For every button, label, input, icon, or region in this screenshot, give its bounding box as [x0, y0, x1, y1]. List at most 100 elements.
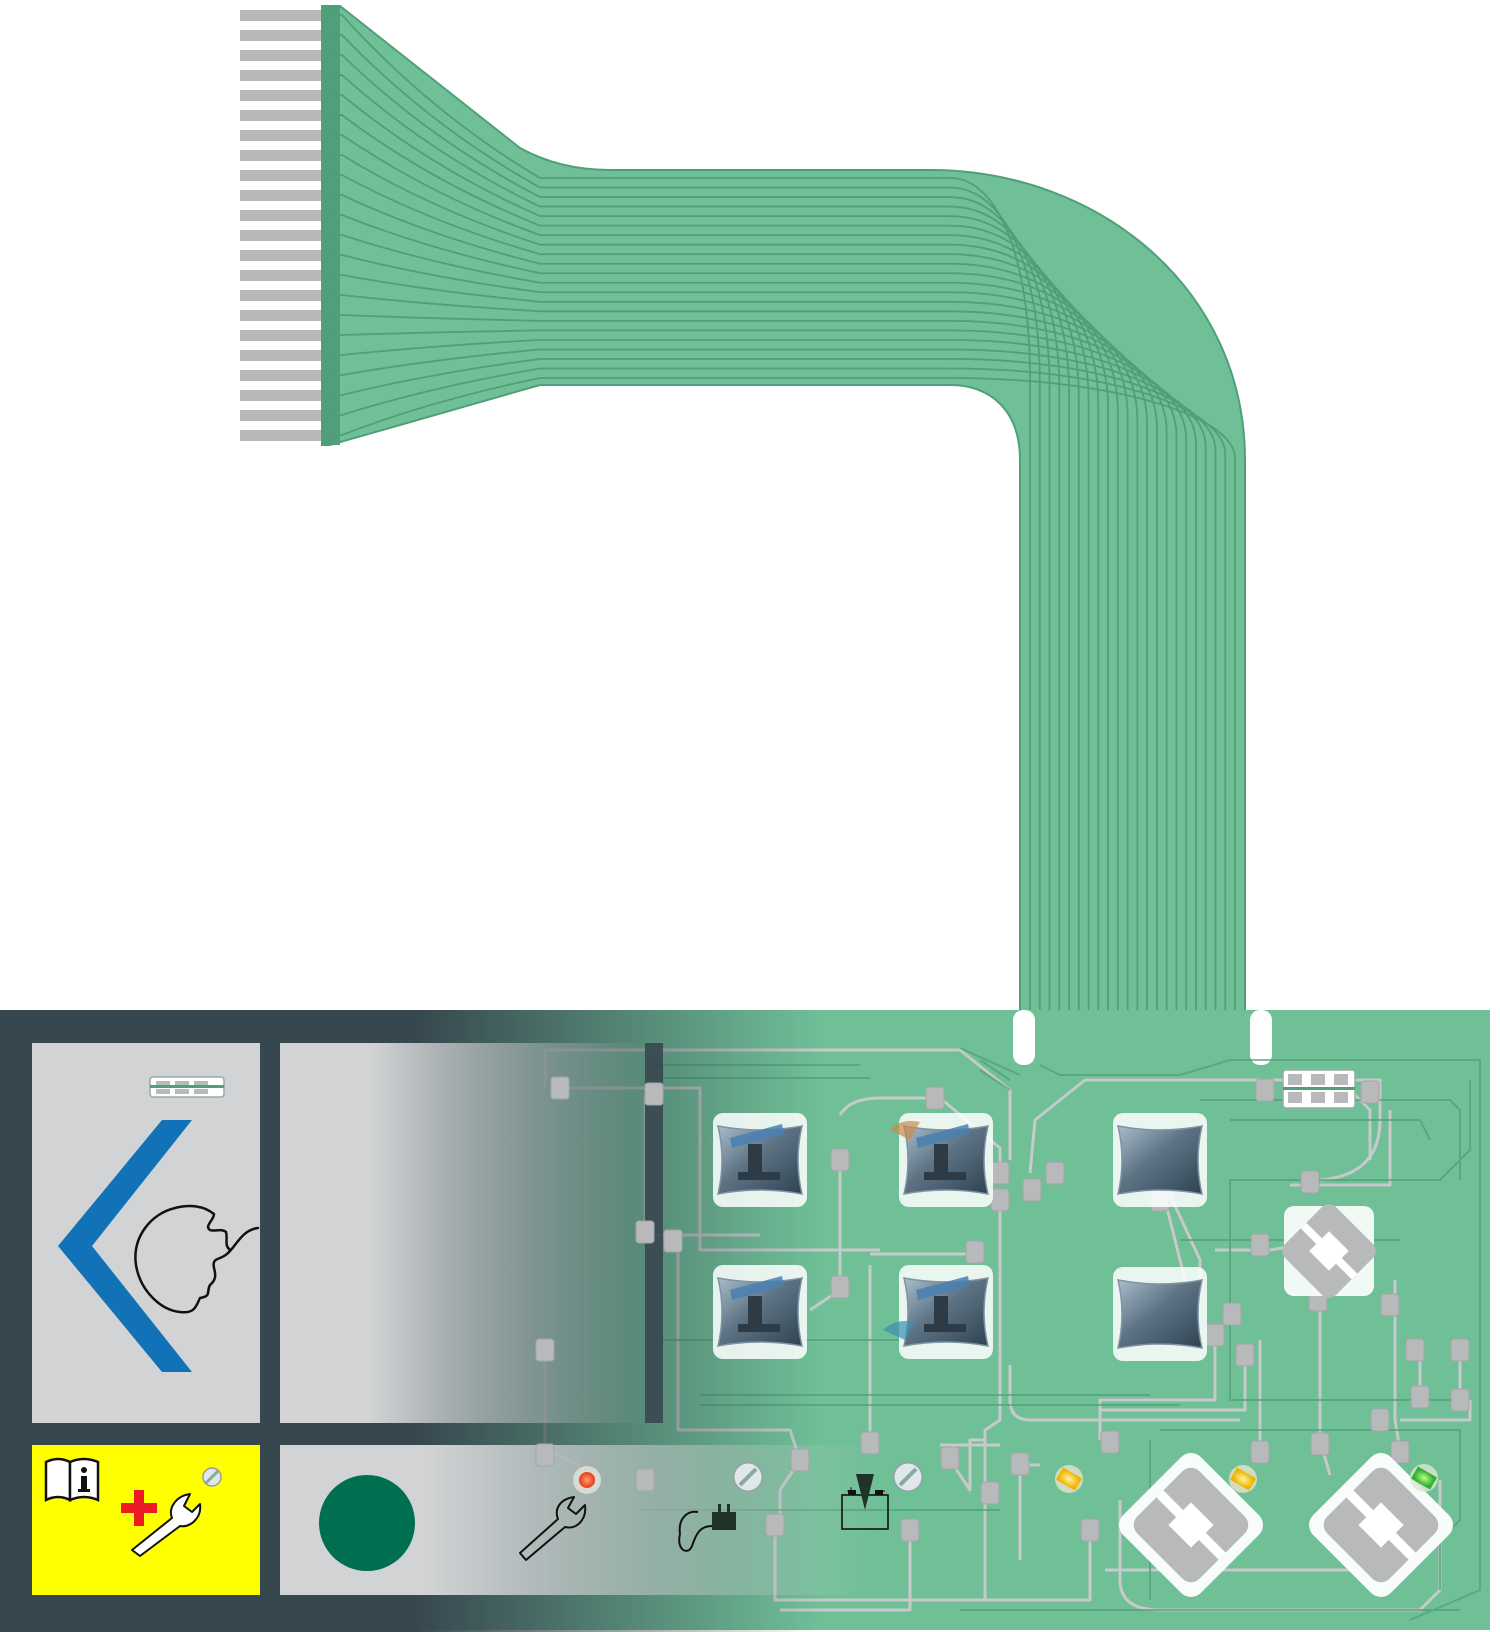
contact-pad — [535, 1443, 555, 1467]
flex-trace — [322, 174, 1109, 1070]
contact-pad — [980, 1481, 1000, 1505]
flex-trace — [322, 377, 1236, 1070]
connector-pin — [240, 430, 322, 441]
contact-pad — [535, 1338, 555, 1362]
contact-pad — [1045, 1161, 1065, 1185]
flex-trace — [322, 134, 1090, 1070]
seat-base-glyph — [924, 1324, 966, 1332]
instruction-manual-icon — [44, 1457, 100, 1503]
led-yellow-left — [1055, 1465, 1083, 1493]
svg-text:+: + — [846, 1484, 856, 1498]
button-metal-dome — [1117, 1279, 1203, 1349]
contact-pad — [1300, 1170, 1320, 1194]
contact-pad — [1100, 1430, 1120, 1454]
connector-pin — [240, 390, 322, 401]
seat-back-glyph — [916, 1276, 970, 1300]
connector-pin — [240, 330, 322, 341]
contact-pad — [900, 1518, 920, 1542]
contact-pad — [1380, 1293, 1400, 1317]
connector-pin — [240, 110, 322, 121]
connector-pin — [240, 30, 322, 41]
star-button-lower[interactable] — [1113, 1267, 1207, 1361]
contact-pad — [1410, 1385, 1430, 1409]
chevron-left-icon — [58, 1120, 192, 1372]
led-indicator-orange — [890, 1121, 920, 1140]
contact-pad — [550, 1076, 570, 1100]
tilt-recline-up-button[interactable] — [899, 1113, 993, 1207]
contact-pad — [940, 1446, 960, 1470]
led-yellow-right — [1229, 1465, 1257, 1493]
contact-pad — [790, 1448, 810, 1472]
contact-pad — [1010, 1452, 1030, 1476]
tilt-backrest-down-button[interactable] — [713, 1265, 807, 1359]
svg-text:−: − — [876, 1484, 886, 1498]
diamond-contact-upper[interactable] — [1278, 1200, 1380, 1302]
contact-pad — [1250, 1440, 1270, 1464]
contact-pad — [1222, 1302, 1242, 1326]
connector-pin — [240, 90, 322, 101]
tactile-buttons — [713, 1113, 1207, 1361]
connector-pins — [240, 10, 322, 441]
tilt-recline-down-button[interactable] — [899, 1265, 993, 1359]
flex-trace — [322, 54, 1051, 1070]
contact-pad — [1080, 1518, 1100, 1542]
contact-pad — [965, 1240, 985, 1264]
contact-pad — [1022, 1178, 1042, 1202]
contact-pad — [663, 1229, 683, 1253]
flex-tail — [240, 5, 1246, 1070]
flex-trace — [322, 154, 1100, 1070]
contact-pad — [1205, 1323, 1225, 1347]
contact-pad — [830, 1148, 850, 1172]
led-green — [1410, 1464, 1438, 1492]
seat-back-glyph — [916, 1124, 970, 1148]
diamond-contact-lower-right[interactable] — [1303, 1447, 1459, 1603]
led-service-red — [573, 1466, 601, 1494]
flex-cable-body — [321, 5, 1246, 1023]
button-metal-dome — [1117, 1125, 1203, 1195]
connector-pin — [240, 210, 322, 221]
contact-pad — [990, 1188, 1010, 1212]
contact-pad — [635, 1468, 655, 1492]
connector-pin — [240, 130, 322, 141]
flex-trace — [322, 294, 1168, 1070]
diamond-contact-lower-left[interactable] — [1113, 1447, 1269, 1603]
led-window-warning — [202, 1467, 222, 1487]
flex-stiffener — [322, 6, 340, 445]
seat-base-glyph — [924, 1172, 966, 1180]
seat-column-glyph — [934, 1144, 948, 1174]
contact-pad — [765, 1513, 785, 1537]
seat-column-glyph — [748, 1144, 762, 1174]
seat-base-glyph — [738, 1172, 780, 1180]
contact-pad — [1450, 1338, 1470, 1362]
flex-trace — [322, 254, 1149, 1070]
contact-pad — [1250, 1233, 1270, 1257]
seat-base-glyph — [738, 1324, 780, 1332]
back-key[interactable] — [58, 1076, 260, 1372]
flex-traces — [322, 14, 1236, 1070]
seat-back-glyph — [730, 1276, 784, 1300]
connector-pin — [240, 290, 322, 301]
connector-pin — [240, 70, 322, 81]
keypad-panel: + − — [0, 1010, 1490, 1632]
contact-pad — [635, 1220, 655, 1244]
status-strip: + − — [319, 1474, 889, 1571]
connector-pin — [240, 230, 322, 241]
contact-pads — [535, 1076, 1470, 1542]
wrench-icon — [519, 1496, 587, 1561]
power-status-dot — [319, 1475, 415, 1571]
red-cross-wrench-icon — [121, 1490, 202, 1557]
seat-back-glyph — [730, 1124, 784, 1148]
contact-pad — [1450, 1388, 1470, 1412]
contact-pad — [990, 1161, 1010, 1185]
contact-pad — [1360, 1080, 1380, 1104]
shorting-pad-top-right — [1282, 1069, 1356, 1109]
tilt-backrest-up-button[interactable] — [713, 1113, 807, 1207]
connector-pin — [240, 310, 322, 321]
connector-pin — [240, 270, 322, 281]
shorting-pad-top-left — [149, 1076, 225, 1098]
star-button-upper[interactable] — [1113, 1113, 1207, 1207]
power-plug-icon — [678, 1504, 736, 1552]
connector-pin — [240, 250, 322, 261]
warning-label-content — [44, 1457, 222, 1557]
